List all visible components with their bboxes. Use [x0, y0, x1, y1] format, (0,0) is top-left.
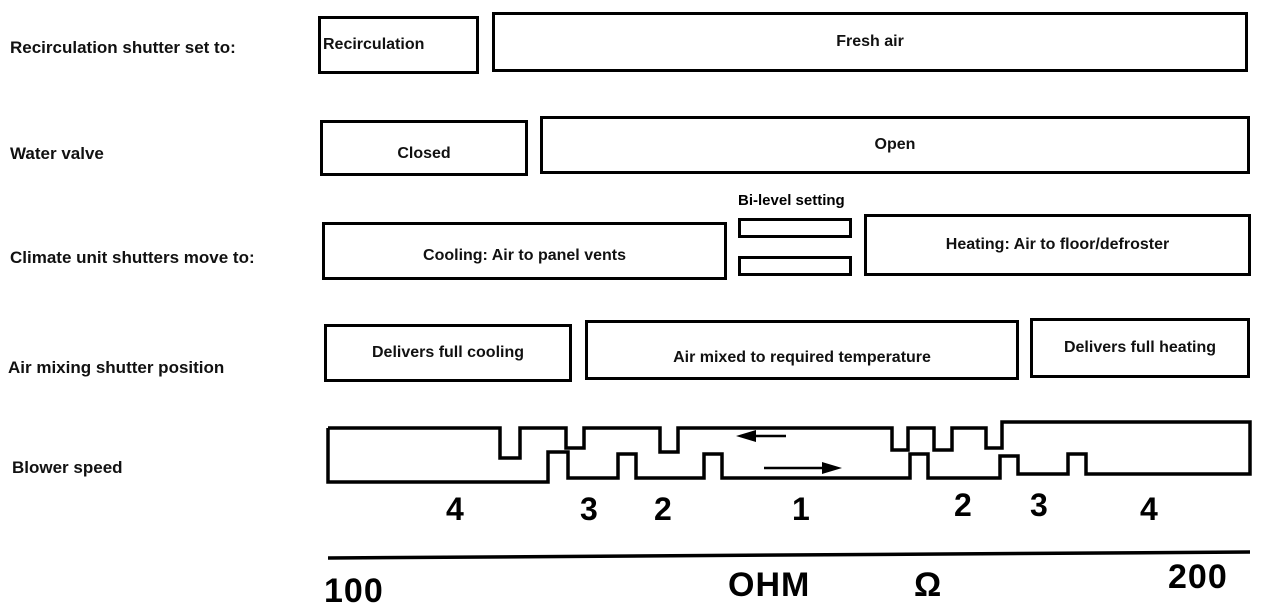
resistance-scale-line [327, 550, 1251, 560]
air-mixed-box: Air mixed to required temperature [585, 320, 1019, 380]
speed-label-4-left: 4 [446, 491, 464, 527]
ohm-symbol: Ω [914, 566, 943, 604]
scale-unit-label: OHM [728, 566, 811, 604]
bi-level-upper-box [738, 218, 852, 238]
blower-lower-track [326, 428, 1252, 484]
blower-upper-track [328, 420, 1252, 462]
speed-label-4-right: 4 [1140, 491, 1158, 527]
label-climate-unit-shutters: Climate unit shutters move to: [10, 248, 255, 267]
label-water-valve: Water valve [10, 144, 104, 163]
bi-level-lower-box [738, 256, 852, 276]
fresh-air-box: Fresh air [492, 12, 1248, 72]
speed-label-2-right: 2 [954, 487, 972, 523]
scale-max-label: 200 [1168, 558, 1228, 596]
bi-level-label: Bi-level setting [738, 192, 845, 209]
recirculation-box: Recirculation [318, 16, 479, 74]
heating-box: Heating: Air to floor/defroster [864, 214, 1251, 276]
speed-label-3-right: 3 [1030, 487, 1048, 523]
closed-box: Closed [320, 120, 528, 176]
label-air-mixing-shutter: Air mixing shutter position [8, 358, 225, 377]
speed-label-2-left: 2 [654, 491, 672, 527]
label-recirculation-shutter: Recirculation shutter set to: [10, 38, 236, 57]
full-cooling-box: Delivers full cooling [324, 324, 572, 382]
scale-min-label: 100 [324, 572, 384, 610]
speed-label-3-left: 3 [580, 491, 598, 527]
cooling-box: Cooling: Air to panel vents [322, 222, 727, 280]
arrow-right-head [822, 462, 842, 474]
arrow-left-head [736, 430, 756, 442]
speed-label-1: 1 [792, 491, 810, 527]
open-box: Open [540, 116, 1250, 174]
full-heating-box: Delivers full heating [1030, 318, 1250, 378]
label-blower-speed: Blower speed [12, 458, 123, 477]
